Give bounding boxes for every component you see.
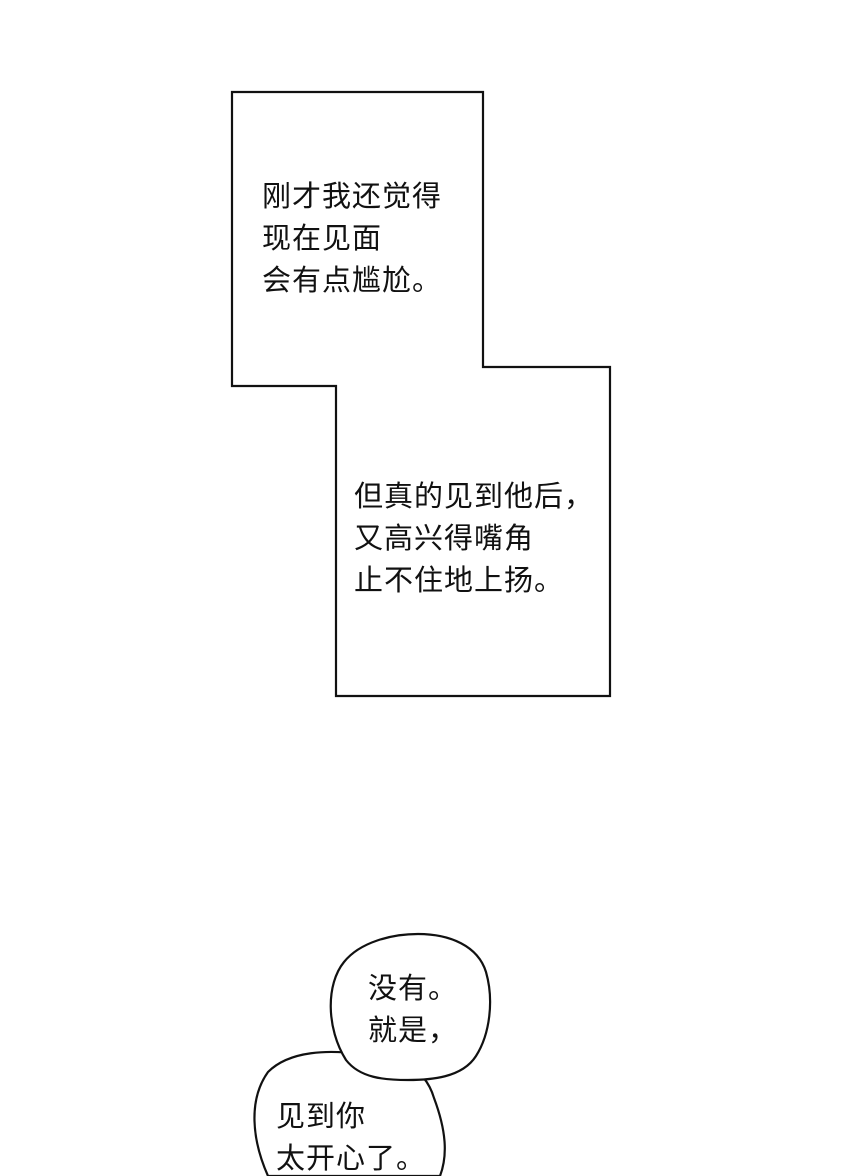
- narration-line: 会有点尴尬。: [262, 263, 443, 297]
- speech-bubble-2-text: 见到你 太开心了。: [276, 1095, 426, 1176]
- narration-line: 又高兴得嘴角: [354, 521, 535, 555]
- speech-bubble-1-text: 没有。 就是，: [368, 967, 458, 1051]
- narration-line: 止不住地上扬。: [354, 563, 565, 597]
- narration-line: 现在见面: [262, 221, 383, 255]
- speech-bubble-1-outline: [329, 932, 492, 1082]
- dialogue-line: 就是，: [368, 1013, 459, 1047]
- dialogue-line: 没有。: [368, 971, 459, 1005]
- narration-line: 但真的见到他后，: [354, 479, 595, 513]
- narration-box-outline: [230, 90, 612, 698]
- narration-text-lower: 但真的见到他后， 又高兴得嘴角 止不住地上扬。: [354, 475, 594, 601]
- dialogue-line: 见到你: [276, 1099, 367, 1133]
- dialogue-line: 太开心了。: [276, 1141, 427, 1175]
- narration-line: 刚才我还觉得: [262, 179, 443, 213]
- narration-text-upper: 刚才我还觉得 现在见面 会有点尴尬。: [262, 175, 442, 301]
